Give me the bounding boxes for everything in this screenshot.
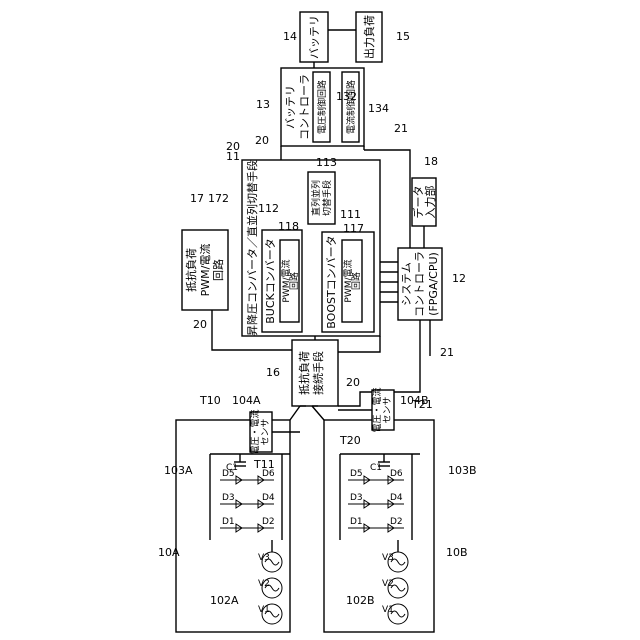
- sensor-b-label-2: センサ: [382, 396, 393, 423]
- current-control-label: 電流制御回路: [345, 80, 357, 134]
- sensor-b-label-1: 電圧・電流: [371, 387, 383, 432]
- ref-line-20a: 20: [255, 134, 269, 147]
- battery-label: バッテリ: [308, 15, 321, 59]
- ref-data-input: 18: [424, 155, 438, 168]
- boost-pwm-label-2: 回路: [350, 272, 362, 290]
- controller-label-2: コントローラ: [298, 74, 311, 140]
- d5-a: D5: [222, 469, 235, 479]
- ref-series-parallel: 113: [316, 156, 337, 169]
- controller-label-1: バッテリ: [284, 85, 297, 129]
- ref-output-load: 15: [396, 30, 410, 43]
- v2-b: V2: [382, 579, 394, 589]
- ref-string-b: 10B: [446, 546, 468, 559]
- ref-buck: 112: [258, 202, 279, 215]
- resistive-label-1: 抵抗負荷: [184, 248, 198, 292]
- v1-b: V1: [382, 605, 394, 615]
- sp-label-1: 直列並列: [310, 180, 322, 216]
- ref-current-control: 134: [368, 102, 389, 115]
- d2-b: D2: [390, 517, 403, 527]
- load-connect-label-1: 抵抗負荷: [297, 351, 311, 395]
- v2-a: V2: [258, 579, 270, 589]
- system-label-3: (FPGA/CPU): [427, 252, 440, 316]
- ref-rectifier-b: 103B: [448, 464, 477, 477]
- d3-b: D3: [350, 493, 363, 503]
- ref-resistive-pwm: 172: [208, 192, 229, 205]
- d4-a: D4: [262, 493, 275, 503]
- ref-boost-pwm: 117: [343, 222, 364, 235]
- buck-label: BUCKコンバータ: [264, 238, 277, 324]
- ref-line-20c: 20: [346, 376, 360, 389]
- terminal-t21: T21: [411, 398, 433, 411]
- d5-b: D5: [350, 469, 363, 479]
- system-label-1: システム: [400, 262, 413, 306]
- ref-string-a: 10A: [158, 546, 180, 559]
- ref-line-21a: 21: [394, 122, 408, 135]
- d3-a: D3: [222, 493, 235, 503]
- d2-a: D2: [262, 517, 275, 527]
- d1-a: D1: [222, 517, 235, 527]
- voltage-control-label: 電圧制御回路: [316, 80, 328, 134]
- output-load-label: 出力負荷: [362, 15, 376, 59]
- ref-sensor-a: 104A: [232, 394, 261, 407]
- ref-rectifier-a: 103A: [164, 464, 193, 477]
- terminal-t10: T10: [199, 394, 221, 407]
- boost-label: BOOSTコンバータ: [325, 235, 338, 328]
- v3-a: V3: [258, 553, 270, 563]
- ref-battery: 14: [283, 30, 297, 43]
- ref-line-20b: 20: [193, 318, 207, 331]
- d1-b: D1: [350, 517, 363, 527]
- ref-voltage-control: 132: [336, 90, 357, 103]
- d4-b: D4: [390, 493, 403, 503]
- d6-a: D6: [262, 469, 275, 479]
- sensor-a-label-1: 電圧・電流: [249, 409, 261, 454]
- data-input-label-2: 入力部: [423, 186, 437, 219]
- resistive-label-3: 回路: [212, 259, 225, 281]
- v3-b: V3: [382, 553, 394, 563]
- load-connect-label-2: 接続手段: [311, 351, 325, 395]
- ref-boost: 111: [340, 208, 361, 221]
- cap-b-label: C1: [370, 463, 382, 473]
- ref-system-controller: 12: [452, 272, 466, 285]
- terminal-t20: T20: [339, 434, 361, 447]
- d6-b: D6: [390, 469, 403, 479]
- ref-line-21b: 21: [440, 346, 454, 359]
- ref-resistive-load: 17: [190, 192, 204, 205]
- data-input-label-1: データ: [411, 186, 425, 219]
- system-label-2: コントローラ: [413, 251, 426, 317]
- converter-title: 昇降圧コンバータ／直並列切替手段: [245, 160, 259, 336]
- ref-load-connect: 16: [266, 366, 280, 379]
- buck-pwm-label-2: 回路: [288, 272, 300, 290]
- v1-a: V1: [258, 605, 270, 615]
- ref-buck-pwm: 118: [278, 220, 299, 233]
- sp-label-2: 切替手段: [321, 180, 333, 216]
- sensor-a-label-2: センサ: [260, 418, 271, 445]
- ref-battery-controller: 13: [256, 98, 270, 111]
- ref-sources-a: 102A: [210, 594, 239, 607]
- ref-line-20d: 20: [226, 140, 240, 153]
- ref-sources-b: 102B: [346, 594, 375, 607]
- resistive-label-2: PWM/電流: [198, 244, 212, 297]
